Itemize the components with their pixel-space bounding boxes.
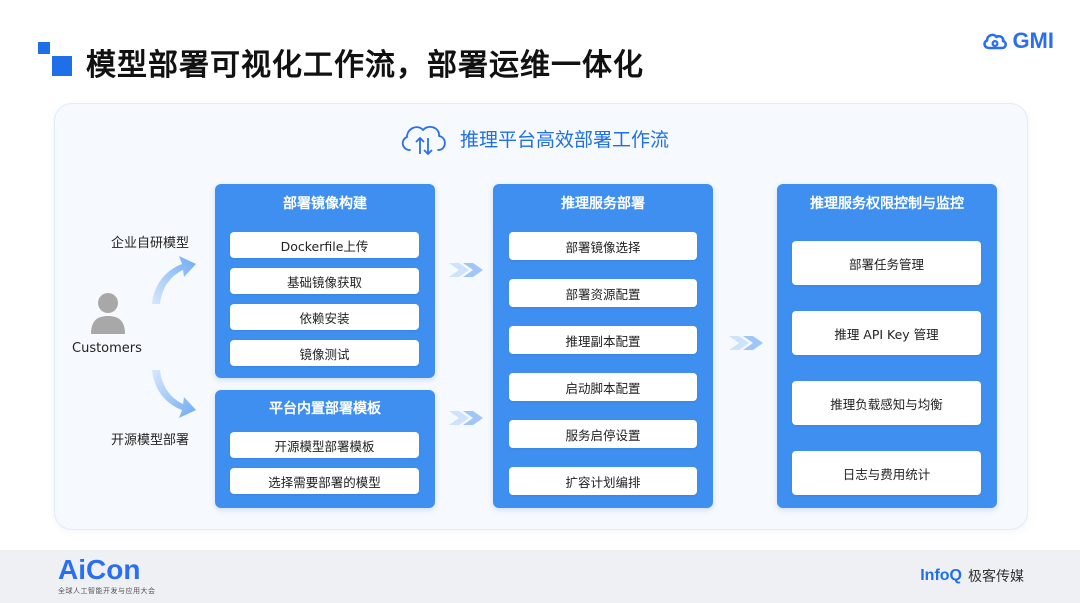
monitor-step-item: 推理 API Key 管理 [792, 311, 981, 355]
build-step-item: 依赖安装 [230, 304, 419, 330]
deploy-step-item: 扩容计划编排 [509, 467, 697, 495]
deploy-step-item: 部署资源配置 [509, 279, 697, 307]
aicon-logo-text: AiCon [58, 554, 141, 585]
infoq-logo: InfoQ 极客传媒 [920, 566, 1024, 586]
footer-bar [0, 550, 1080, 603]
branch-label-bottom: 开源模型部署 [111, 433, 190, 448]
aicon-logo-subtitle: 全球人工智能开发与应用大会 [58, 587, 156, 595]
gmi-logo-text: GMI [1012, 28, 1054, 53]
deploy-step-item: 服务启停设置 [509, 420, 697, 448]
monitor-step-item: 推理负载感知与均衡 [792, 381, 981, 425]
infoq-logo-cn: 极客传媒 [968, 569, 1024, 585]
aicon-logo: AiCon 全球人工智能开发与应用大会 [58, 556, 156, 596]
title-mark-icon [38, 42, 72, 76]
build-step-item: 基础镜像获取 [230, 268, 419, 294]
customer-icon [91, 293, 125, 334]
deploy-step-item: 推理副本配置 [509, 326, 697, 354]
template-title: 平台内置部署模板 [269, 401, 381, 417]
double-chevron-right-icon [729, 336, 763, 350]
curved-arrow-up-icon [152, 256, 196, 304]
build-image-title: 部署镜像构建 [283, 196, 367, 212]
workflow-title: 推理平台高效部署工作流 [460, 128, 670, 151]
gmi-logo: GMI [982, 28, 1054, 54]
gmi-cloud-icon [983, 33, 1008, 50]
build-step-item: 镜像测试 [230, 340, 419, 366]
template-step-item: 选择需要部署的模型 [230, 468, 419, 494]
customers-label: Customers [72, 341, 142, 356]
infoq-logo-text: InfoQ [920, 567, 962, 584]
deploy-step-item: 部署镜像选择 [509, 232, 697, 260]
workflow-header: 推理平台高效部署工作流 [398, 118, 669, 158]
deploy-service-title: 推理服务部署 [561, 196, 645, 212]
monitor-step-item: 部署任务管理 [792, 241, 981, 285]
double-chevron-right-icon [449, 263, 483, 277]
page-title: 模型部署可视化工作流，部署运维一体化 [86, 48, 644, 83]
cloud-transfer-icon [401, 125, 446, 156]
double-chevron-right-icon [449, 411, 483, 425]
monitor-step-item: 日志与费用统计 [792, 451, 981, 495]
build-step-item: Dockerfile上传 [230, 232, 419, 258]
template-step-item: 开源模型部署模板 [230, 432, 419, 458]
curved-arrow-down-icon [152, 370, 196, 418]
deploy-step-item: 启动脚本配置 [509, 373, 697, 401]
monitor-title: 推理服务权限控制与监控 [810, 196, 964, 212]
branch-label-top: 企业自研模型 [111, 236, 190, 251]
